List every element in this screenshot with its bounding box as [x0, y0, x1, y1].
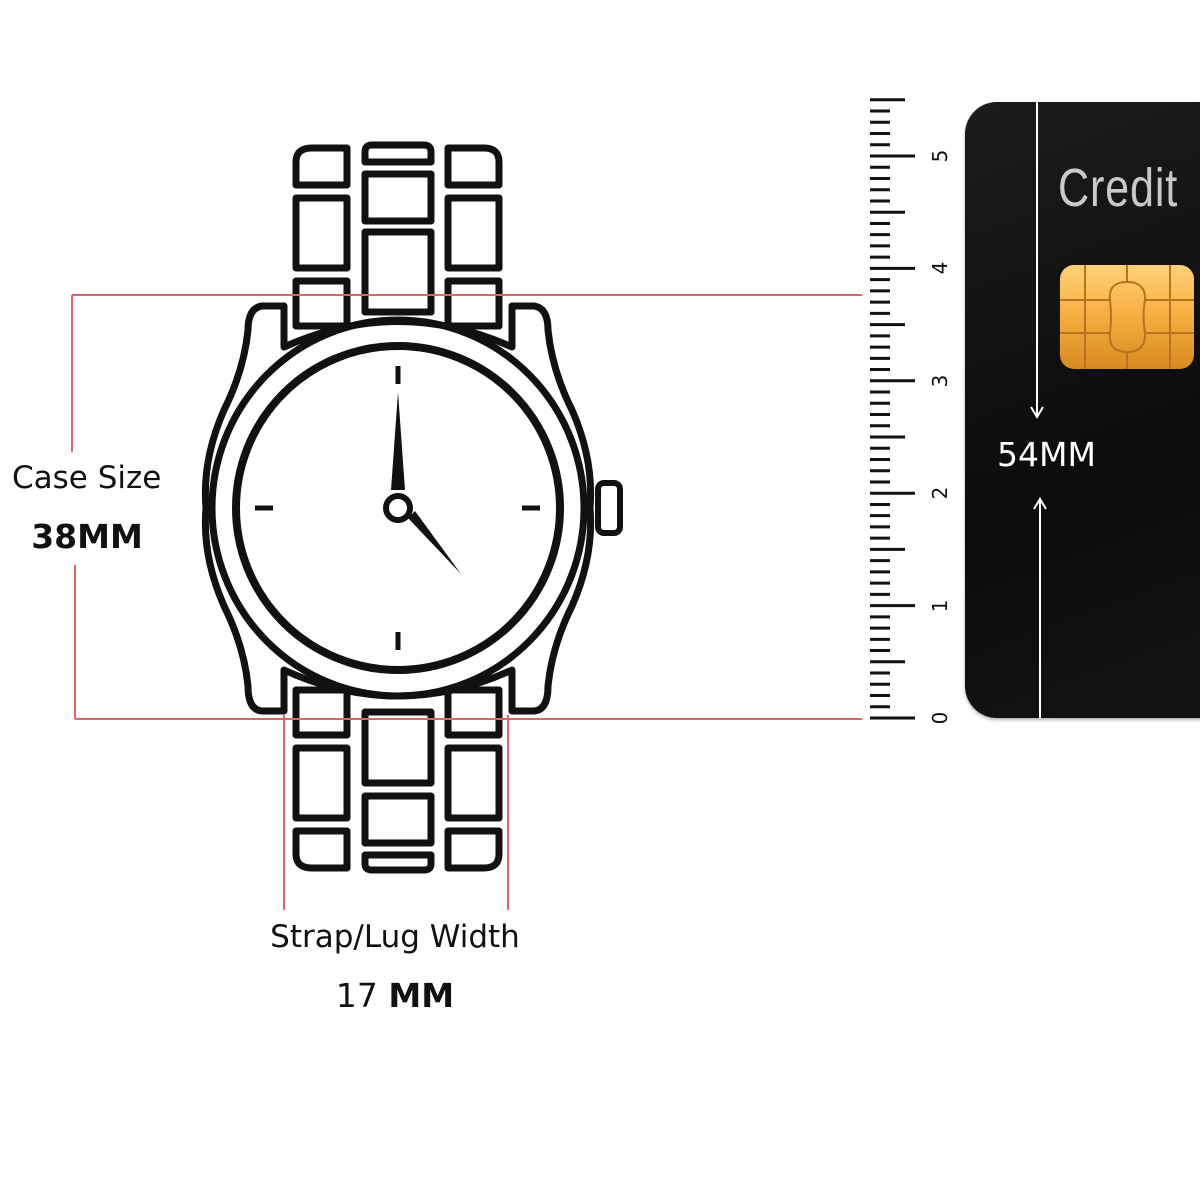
- ruler-label: 4: [928, 262, 952, 275]
- bracelet-link: [444, 744, 503, 822]
- ruler-label: 5: [928, 149, 952, 163]
- hour-hand: [391, 392, 405, 490]
- bracelet-link: [444, 194, 503, 272]
- bracelet-link: [444, 827, 503, 872]
- bracelet-link: [292, 827, 351, 872]
- bracelet-link: [361, 170, 435, 225]
- ruler-label: 1: [928, 599, 952, 612]
- card-brand: Credit: [1058, 158, 1179, 218]
- bracelet-link: [361, 141, 435, 166]
- bracelet-link: [361, 792, 435, 847]
- bracelet-link: [292, 686, 351, 739]
- bracelet-link: [444, 144, 503, 189]
- case-size-value: 38MM: [31, 517, 143, 556]
- bracelet-link: [361, 228, 435, 316]
- bracelet-link: [292, 144, 351, 189]
- watch-crown: [595, 480, 623, 536]
- strap-width-unit: MM: [388, 976, 455, 1015]
- hour-markers: [255, 366, 540, 650]
- bracelet-link: [444, 277, 503, 330]
- bracelet-link: [361, 851, 435, 874]
- bracelet-link: [292, 744, 351, 822]
- hand-pivot: [383, 493, 413, 523]
- bracelet-link: [444, 686, 503, 739]
- strap-width-value: 17 MM: [200, 976, 590, 1015]
- bracelet-link: [292, 194, 351, 272]
- case-size-label: Case Size: [12, 460, 162, 496]
- bracelet: [292, 141, 503, 874]
- strap-width-label: Strap/Lug Width: [270, 919, 520, 955]
- ruler-label: 0: [928, 711, 952, 725]
- card-height-value: 54MM: [997, 435, 1096, 474]
- watch-bezel: [208, 316, 588, 700]
- ruler: [870, 98, 915, 720]
- credit-card: [965, 102, 1200, 718]
- strap-width-number: 17: [335, 976, 378, 1015]
- ruler-label: 3: [928, 374, 952, 388]
- ruler-label: 2: [928, 486, 952, 500]
- bracelet-link: [361, 708, 435, 787]
- minute-hand: [408, 511, 461, 574]
- bracelet-link: [292, 277, 351, 330]
- guide-lines: [71, 294, 862, 910]
